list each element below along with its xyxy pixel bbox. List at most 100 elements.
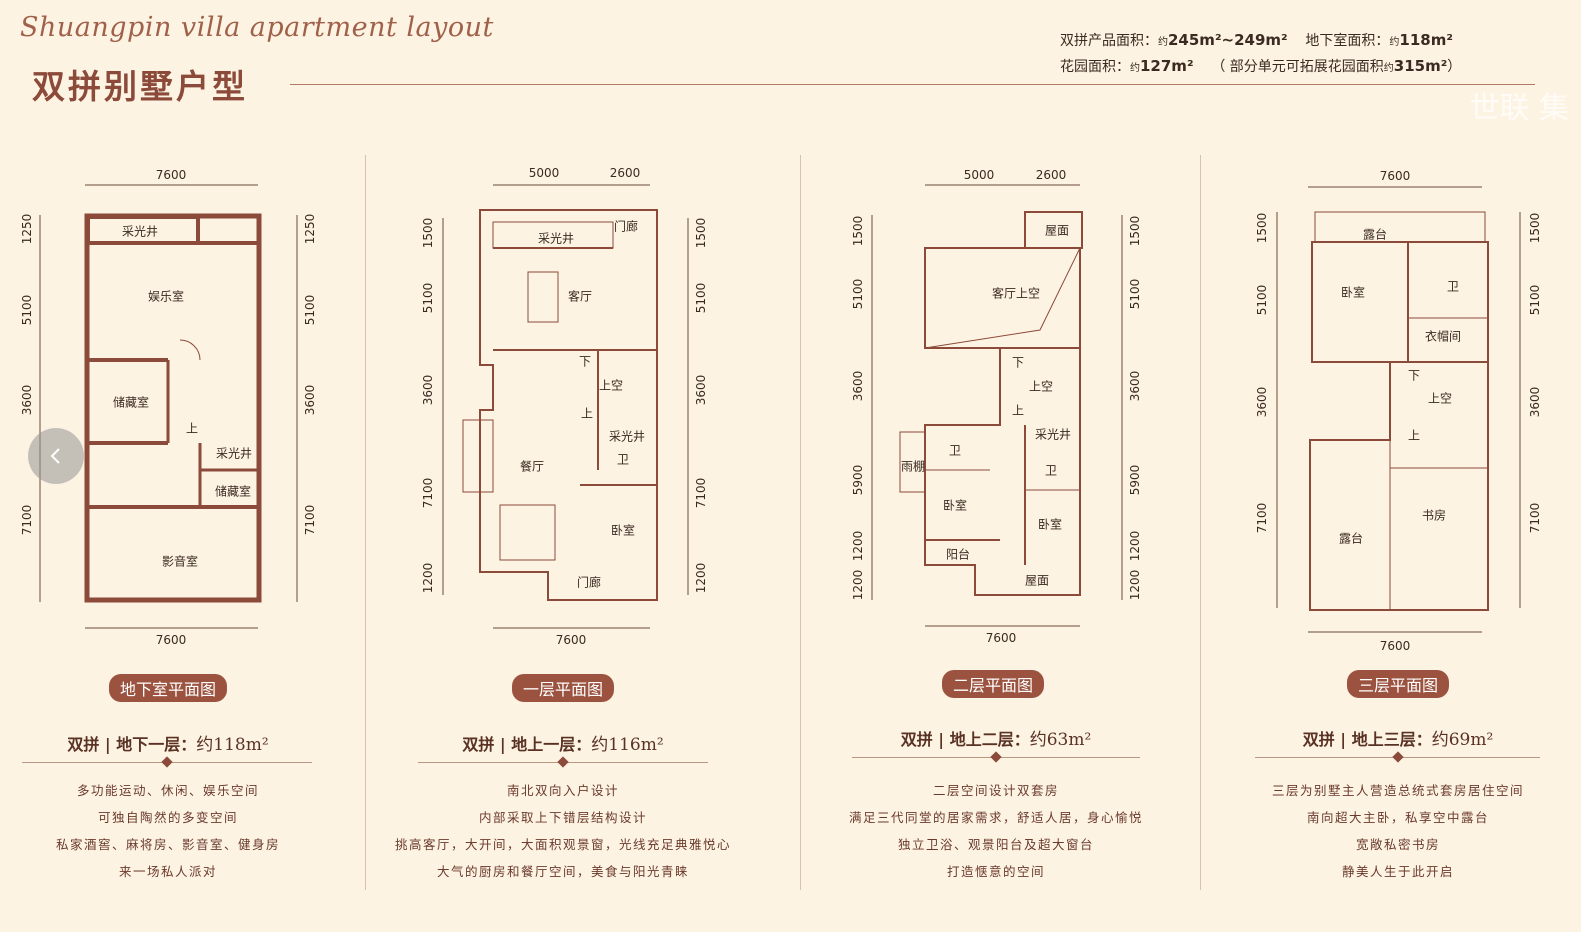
spec-line-1: 双拼产品面积：约245m²~249m² 地下室面积：约118m² xyxy=(1060,30,1453,50)
room-label: 门廊 xyxy=(613,219,639,234)
room-label: 上 xyxy=(580,406,594,421)
dimension-label: 5100 xyxy=(851,278,865,310)
room-label: 上空 xyxy=(598,378,624,393)
garden-area-value: 127m² xyxy=(1140,57,1194,75)
dimension-label: 3600 xyxy=(421,374,435,406)
room-label: 采光井 xyxy=(121,224,159,239)
dimension-label: 7600 xyxy=(155,633,187,647)
floor-plan-badge: 地下室平面图 xyxy=(108,674,228,702)
first-floor-plan-walls xyxy=(462,209,658,601)
description-line: 来一场私人派对 xyxy=(118,864,218,879)
room-label: 下 xyxy=(1011,355,1025,370)
floor-area: 约69m² xyxy=(1431,730,1494,750)
previous-image-button[interactable] xyxy=(28,428,84,484)
dimension-label: 1200 xyxy=(694,562,708,594)
dimension-label: 7600 xyxy=(155,168,187,182)
spec-line-2: 花园面积：约127m² （ 部分单元可拓展花园面积约315m²） xyxy=(1060,56,1461,76)
floor-title-text: 双拼 | 地下一层： xyxy=(67,735,197,754)
dimension-label: 1200 xyxy=(851,569,865,601)
room-label: 客厅 xyxy=(567,289,593,304)
dimension-label: 2600 xyxy=(1035,168,1067,182)
dimension-label: 5000 xyxy=(963,168,995,182)
dimension-label: 5100 xyxy=(1528,284,1542,316)
room-label: 餐厅 xyxy=(519,459,545,474)
description-line: 大气的厨房和餐厅空间，美食与阳光青睐 xyxy=(436,864,690,879)
description-line: 静美人生于此开启 xyxy=(1341,864,1455,879)
product-area-label: 双拼产品面积： xyxy=(1060,33,1158,49)
description-line: 可独自陶然的多变空间 xyxy=(97,810,239,825)
column-divider xyxy=(1200,155,1201,890)
room-label: 卫 xyxy=(616,452,630,467)
room-label: 雨棚 xyxy=(900,459,926,474)
extended-area-prefix: 约 xyxy=(1383,63,1394,74)
dimension-lines xyxy=(39,184,1521,633)
dimension-label: 5900 xyxy=(1128,464,1142,496)
description-line: 南向超大主卧，私享空中露台 xyxy=(1306,810,1490,825)
garden-area-prefix: 约 xyxy=(1130,63,1140,74)
second-floor-plan-walls xyxy=(899,211,1083,596)
description-line: 内部采取上下错层结构设计 xyxy=(478,810,648,825)
room-label: 储藏室 xyxy=(112,395,150,410)
room-label: 上 xyxy=(1407,428,1421,443)
dimension-label: 3600 xyxy=(20,384,34,416)
dimension-label: 1500 xyxy=(1128,215,1142,247)
dimension-label: 5100 xyxy=(421,282,435,314)
dimension-label: 5100 xyxy=(303,294,317,326)
room-label: 露台 xyxy=(1338,531,1364,546)
dimension-label: 7600 xyxy=(555,633,587,647)
room-label: 客厅上空 xyxy=(991,286,1041,301)
dimension-label: 1250 xyxy=(303,213,317,245)
basement-area-value: 118m² xyxy=(1399,31,1453,49)
chevron-left-icon xyxy=(50,448,60,464)
dimension-label: 5000 xyxy=(528,166,560,180)
room-label: 采光井 xyxy=(215,446,253,461)
dimension-label: 1500 xyxy=(421,217,435,249)
page-title: 双拼别墅户型 xyxy=(32,67,248,106)
room-label: 卫 xyxy=(1446,279,1460,294)
room-label: 采光井 xyxy=(608,429,646,444)
dimension-label: 1250 xyxy=(20,213,34,245)
room-label: 储藏室 xyxy=(214,484,252,499)
floor-title: 双拼 | 地上二层：约63m² xyxy=(901,725,1092,750)
title-divider xyxy=(290,84,1535,85)
floor-area: 约116m² xyxy=(591,735,664,755)
extended-area-value: 315m² xyxy=(1393,57,1448,75)
room-label: 卧室 xyxy=(942,498,968,513)
dimension-label: 7600 xyxy=(1379,639,1411,653)
dimension-label: 7600 xyxy=(985,631,1017,645)
dimension-label: 2600 xyxy=(609,166,641,180)
description-line: 多功能运动、休闲、娱乐空间 xyxy=(76,783,260,798)
basement-area-prefix: 约 xyxy=(1389,37,1400,48)
dimension-label: 5100 xyxy=(1128,278,1142,310)
dimension-label: 7600 xyxy=(1379,169,1411,183)
dimension-label: 3600 xyxy=(1528,386,1542,418)
dimension-label: 5100 xyxy=(694,282,708,314)
dimension-label: 1200 xyxy=(1128,569,1142,601)
room-label: 屋面 xyxy=(1044,223,1070,238)
dimension-label: 3600 xyxy=(851,370,865,402)
script-title: Shuangpin villa apartment layout xyxy=(20,12,494,43)
room-label: 上空 xyxy=(1028,379,1054,394)
room-label: 卧室 xyxy=(1037,517,1063,532)
dimension-label: 1500 xyxy=(694,217,708,249)
room-label: 下 xyxy=(1407,368,1421,383)
room-label: 书房 xyxy=(1421,508,1447,523)
room-label: 下 xyxy=(578,354,592,369)
description-line: 三层为别墅主人营造总统式套房居住空间 xyxy=(1271,783,1525,798)
description-line: 打造惬意的空间 xyxy=(946,864,1046,879)
product-area-value: 245m²~249m² xyxy=(1168,31,1288,49)
description-line: 南北双向入户设计 xyxy=(506,783,620,798)
floor-title-text: 双拼 | 地上一层： xyxy=(462,735,592,754)
column-divider xyxy=(365,155,366,890)
floor-title: 双拼 | 地上一层：约116m² xyxy=(462,730,663,755)
dimension-label: 1500 xyxy=(1528,212,1542,244)
extended-area-label: （ 部分单元可拓展花园面积 xyxy=(1211,59,1384,75)
dimension-label: 7100 xyxy=(20,504,34,536)
dimension-label: 7100 xyxy=(1255,502,1269,534)
room-label: 卧室 xyxy=(610,523,636,538)
room-label: 门廊 xyxy=(576,575,602,590)
garden-area-label: 花园面积： xyxy=(1060,59,1130,75)
room-label: 影音室 xyxy=(161,554,199,569)
dimension-label: 5100 xyxy=(1255,284,1269,316)
